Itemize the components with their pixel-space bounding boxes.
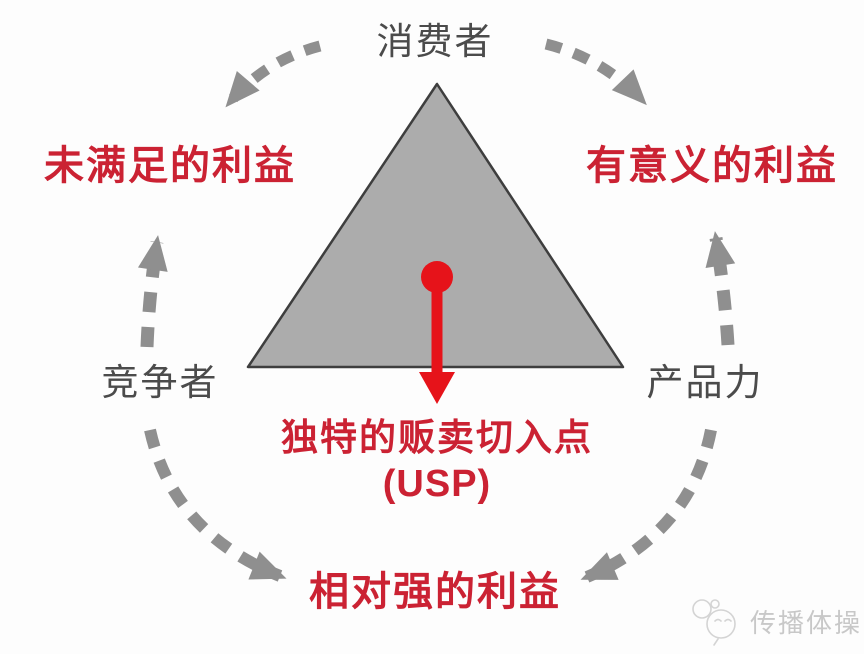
watermark-label: 传播体操 [750,607,863,638]
watermark: 传播体操 [688,596,862,646]
benefit-relatively-strong: 相对强的利益 [309,570,561,614]
usp-pin-head [421,261,453,293]
arrow-top-right [544,38,647,106]
benefit-meaningful: 有意义的利益 [586,144,838,188]
node-product-power: 产品力 [646,362,764,403]
usp-pin-arrowhead [419,372,455,404]
usp-label-line1: 独特的贩卖切入点 [281,417,593,458]
arrow-bottom-left [144,428,287,582]
arrow-top-left [225,40,322,108]
node-competitor: 竞争者 [101,362,219,403]
arrow-bottom-right [580,428,717,583]
arrow-left-up [137,235,168,348]
smiley-doodle-icon [692,599,736,646]
usp-label-line2: (USP) [382,463,492,505]
benefit-unmet: 未满足的利益 [44,144,296,188]
arrow-right-up [705,231,736,346]
node-consumer: 消费者 [376,21,494,62]
